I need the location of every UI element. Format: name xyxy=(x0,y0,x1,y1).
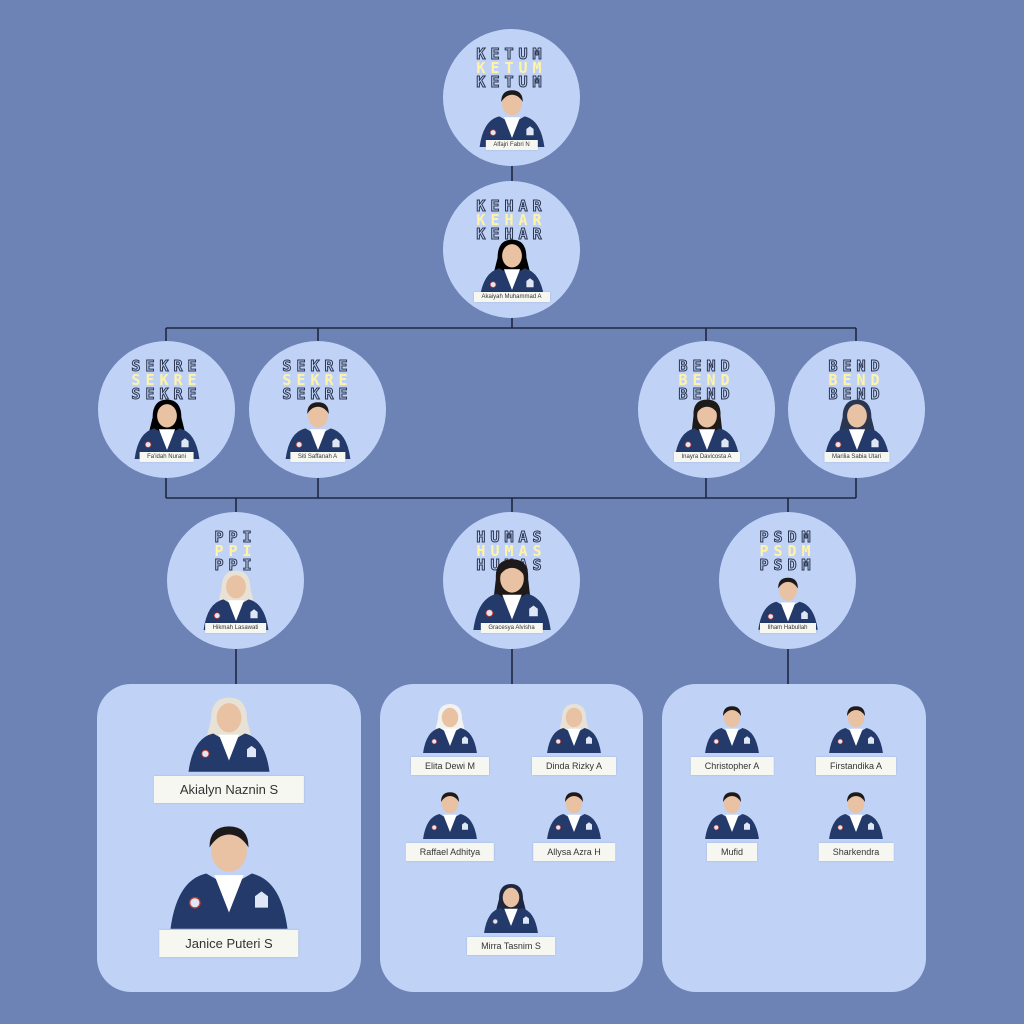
psdm-role-title: PSDM PSDM PSDM xyxy=(759,528,816,574)
kehar-role-title: KEHAR KEHAR KEHAR xyxy=(476,197,547,243)
bend-name: Inayra Davicosta A xyxy=(673,452,740,462)
psdm-head-photo xyxy=(755,572,821,635)
person-silhouette-icon xyxy=(285,402,350,459)
member-photo xyxy=(481,881,541,939)
member-photo xyxy=(544,701,604,759)
member-photo xyxy=(184,693,274,777)
person-silhouette-icon xyxy=(423,703,477,753)
sekre-photo xyxy=(282,396,354,464)
kehar-node: KEHAR KEHAR KEHAR Akaiyah Muhammad A xyxy=(443,181,580,318)
humas-head-name: Gracesya Alvisha xyxy=(480,623,543,633)
psdm-head-node: PSDM PSDM PSDM Ilham Habullah xyxy=(719,512,856,649)
member-photo xyxy=(420,787,480,845)
person-silhouette-icon xyxy=(829,705,883,753)
sekre-node-2: SEKRE SEKRE SEKRE Siti Saffanah A xyxy=(249,341,386,478)
member-name: Dinda Rizky A xyxy=(531,757,617,775)
member-card: Elita Dewi M xyxy=(390,690,510,780)
person-silhouette-icon xyxy=(674,399,739,459)
member-photo xyxy=(164,815,294,934)
member-card: Dinda Rizky A xyxy=(514,690,634,780)
member-name: Firstandika A xyxy=(815,757,897,775)
sekre-role-title: SEKRE SEKRE SEKRE xyxy=(131,357,202,403)
person-silhouette-icon xyxy=(423,791,477,839)
kehar-photo xyxy=(476,236,548,304)
person-silhouette-icon xyxy=(705,705,759,753)
bend-node-2: BEND BEND BEND Marilia Sabia Utari xyxy=(788,341,925,478)
ppi-head-photo xyxy=(200,567,272,635)
member-name: Christopher A xyxy=(690,757,774,775)
humas-members-panel: Elita Dewi M Dinda Rizky A Raffael Adhit… xyxy=(380,684,643,992)
bend-photo xyxy=(821,396,893,464)
person-silhouette-icon xyxy=(134,399,199,459)
ketum-photo xyxy=(476,84,548,152)
kehar-name: Akaiyah Muhammad A xyxy=(473,292,550,302)
member-name: Mufid xyxy=(706,843,758,861)
person-silhouette-icon xyxy=(484,883,538,933)
ketum-name: Alfajri Fabri N xyxy=(485,140,538,150)
person-silhouette-icon xyxy=(479,239,544,299)
member-card: Christopher A xyxy=(672,690,792,780)
bend-node-1: BEND BEND BEND Inayra Davicosta A xyxy=(638,341,775,478)
psdm-members-panel: Christopher A Firstandika A Mufid Sharke… xyxy=(662,684,926,992)
member-name: Elita Dewi M xyxy=(410,757,490,775)
member-name: Raffael Adhitya xyxy=(405,843,495,861)
member-name: Sharkendra xyxy=(818,843,894,861)
sekre-name: Fa'idah Nurani xyxy=(139,452,194,462)
person-silhouette-icon xyxy=(479,90,544,147)
member-card: Mirra Tasnim S xyxy=(451,870,571,960)
psdm-head-name: Ilham Habullah xyxy=(759,623,816,633)
member-card: Firstandika A xyxy=(796,690,916,780)
member-card: Allysa Azra H xyxy=(514,776,634,866)
member-photo xyxy=(826,701,886,759)
sekre-photo xyxy=(131,396,203,464)
person-silhouette-icon xyxy=(705,791,759,839)
person-silhouette-icon xyxy=(203,570,268,630)
ketum-node: KETUM KETUM KETUM Alfajri Fabri N xyxy=(443,29,580,166)
humas-head-node: HUMAS HUMAS HUMAS Gracesya Alvisha xyxy=(443,512,580,649)
bend-name: Marilia Sabia Utari xyxy=(823,452,890,462)
person-silhouette-icon xyxy=(829,791,883,839)
member-card: Raffael Adhitya xyxy=(390,776,510,866)
member-card: Sharkendra xyxy=(796,776,916,866)
member-photo xyxy=(702,787,762,845)
member-card: Janice Puteri S xyxy=(97,809,361,979)
ppi-head-name: Hikmah Lasawati xyxy=(204,623,267,633)
person-silhouette-icon xyxy=(188,697,270,772)
ppi-members-panel: Akialyn Naznin S Janice Puteri S xyxy=(97,684,361,992)
person-silhouette-icon xyxy=(472,559,551,630)
bend-photo xyxy=(671,396,743,464)
person-silhouette-icon xyxy=(547,703,601,753)
member-card: Akialyn Naznin S xyxy=(97,692,361,807)
member-photo xyxy=(420,701,480,759)
member-photo xyxy=(826,787,886,845)
member-photo xyxy=(544,787,604,845)
member-photo xyxy=(702,701,762,759)
person-silhouette-icon xyxy=(170,826,288,929)
person-silhouette-icon xyxy=(757,578,818,630)
member-card: Mufid xyxy=(672,776,792,866)
person-silhouette-icon xyxy=(824,399,889,459)
ppi-head-node: PPI PPI PPI Hikmah Lasawati xyxy=(167,512,304,649)
ketum-role-title: KETUM KETUM KETUM xyxy=(476,45,547,91)
sekre-role-title: SEKRE SEKRE SEKRE xyxy=(282,357,353,403)
member-name: Akialyn Naznin S xyxy=(153,776,305,803)
sekre-node-1: SEKRE SEKRE SEKRE Fa'idah Nurani xyxy=(98,341,235,478)
humas-head-photo xyxy=(469,555,555,635)
bend-role-title: BEND BEND BEND xyxy=(828,357,885,403)
bend-role-title: BEND BEND BEND xyxy=(678,357,735,403)
member-name: Janice Puteri S xyxy=(159,930,299,957)
sekre-name: Siti Saffanah A xyxy=(289,452,346,462)
person-silhouette-icon xyxy=(547,791,601,839)
ppi-role-title: PPI PPI PPI xyxy=(214,528,257,574)
member-name: Mirra Tasnim S xyxy=(467,937,555,955)
member-name: Allysa Azra H xyxy=(533,843,615,861)
